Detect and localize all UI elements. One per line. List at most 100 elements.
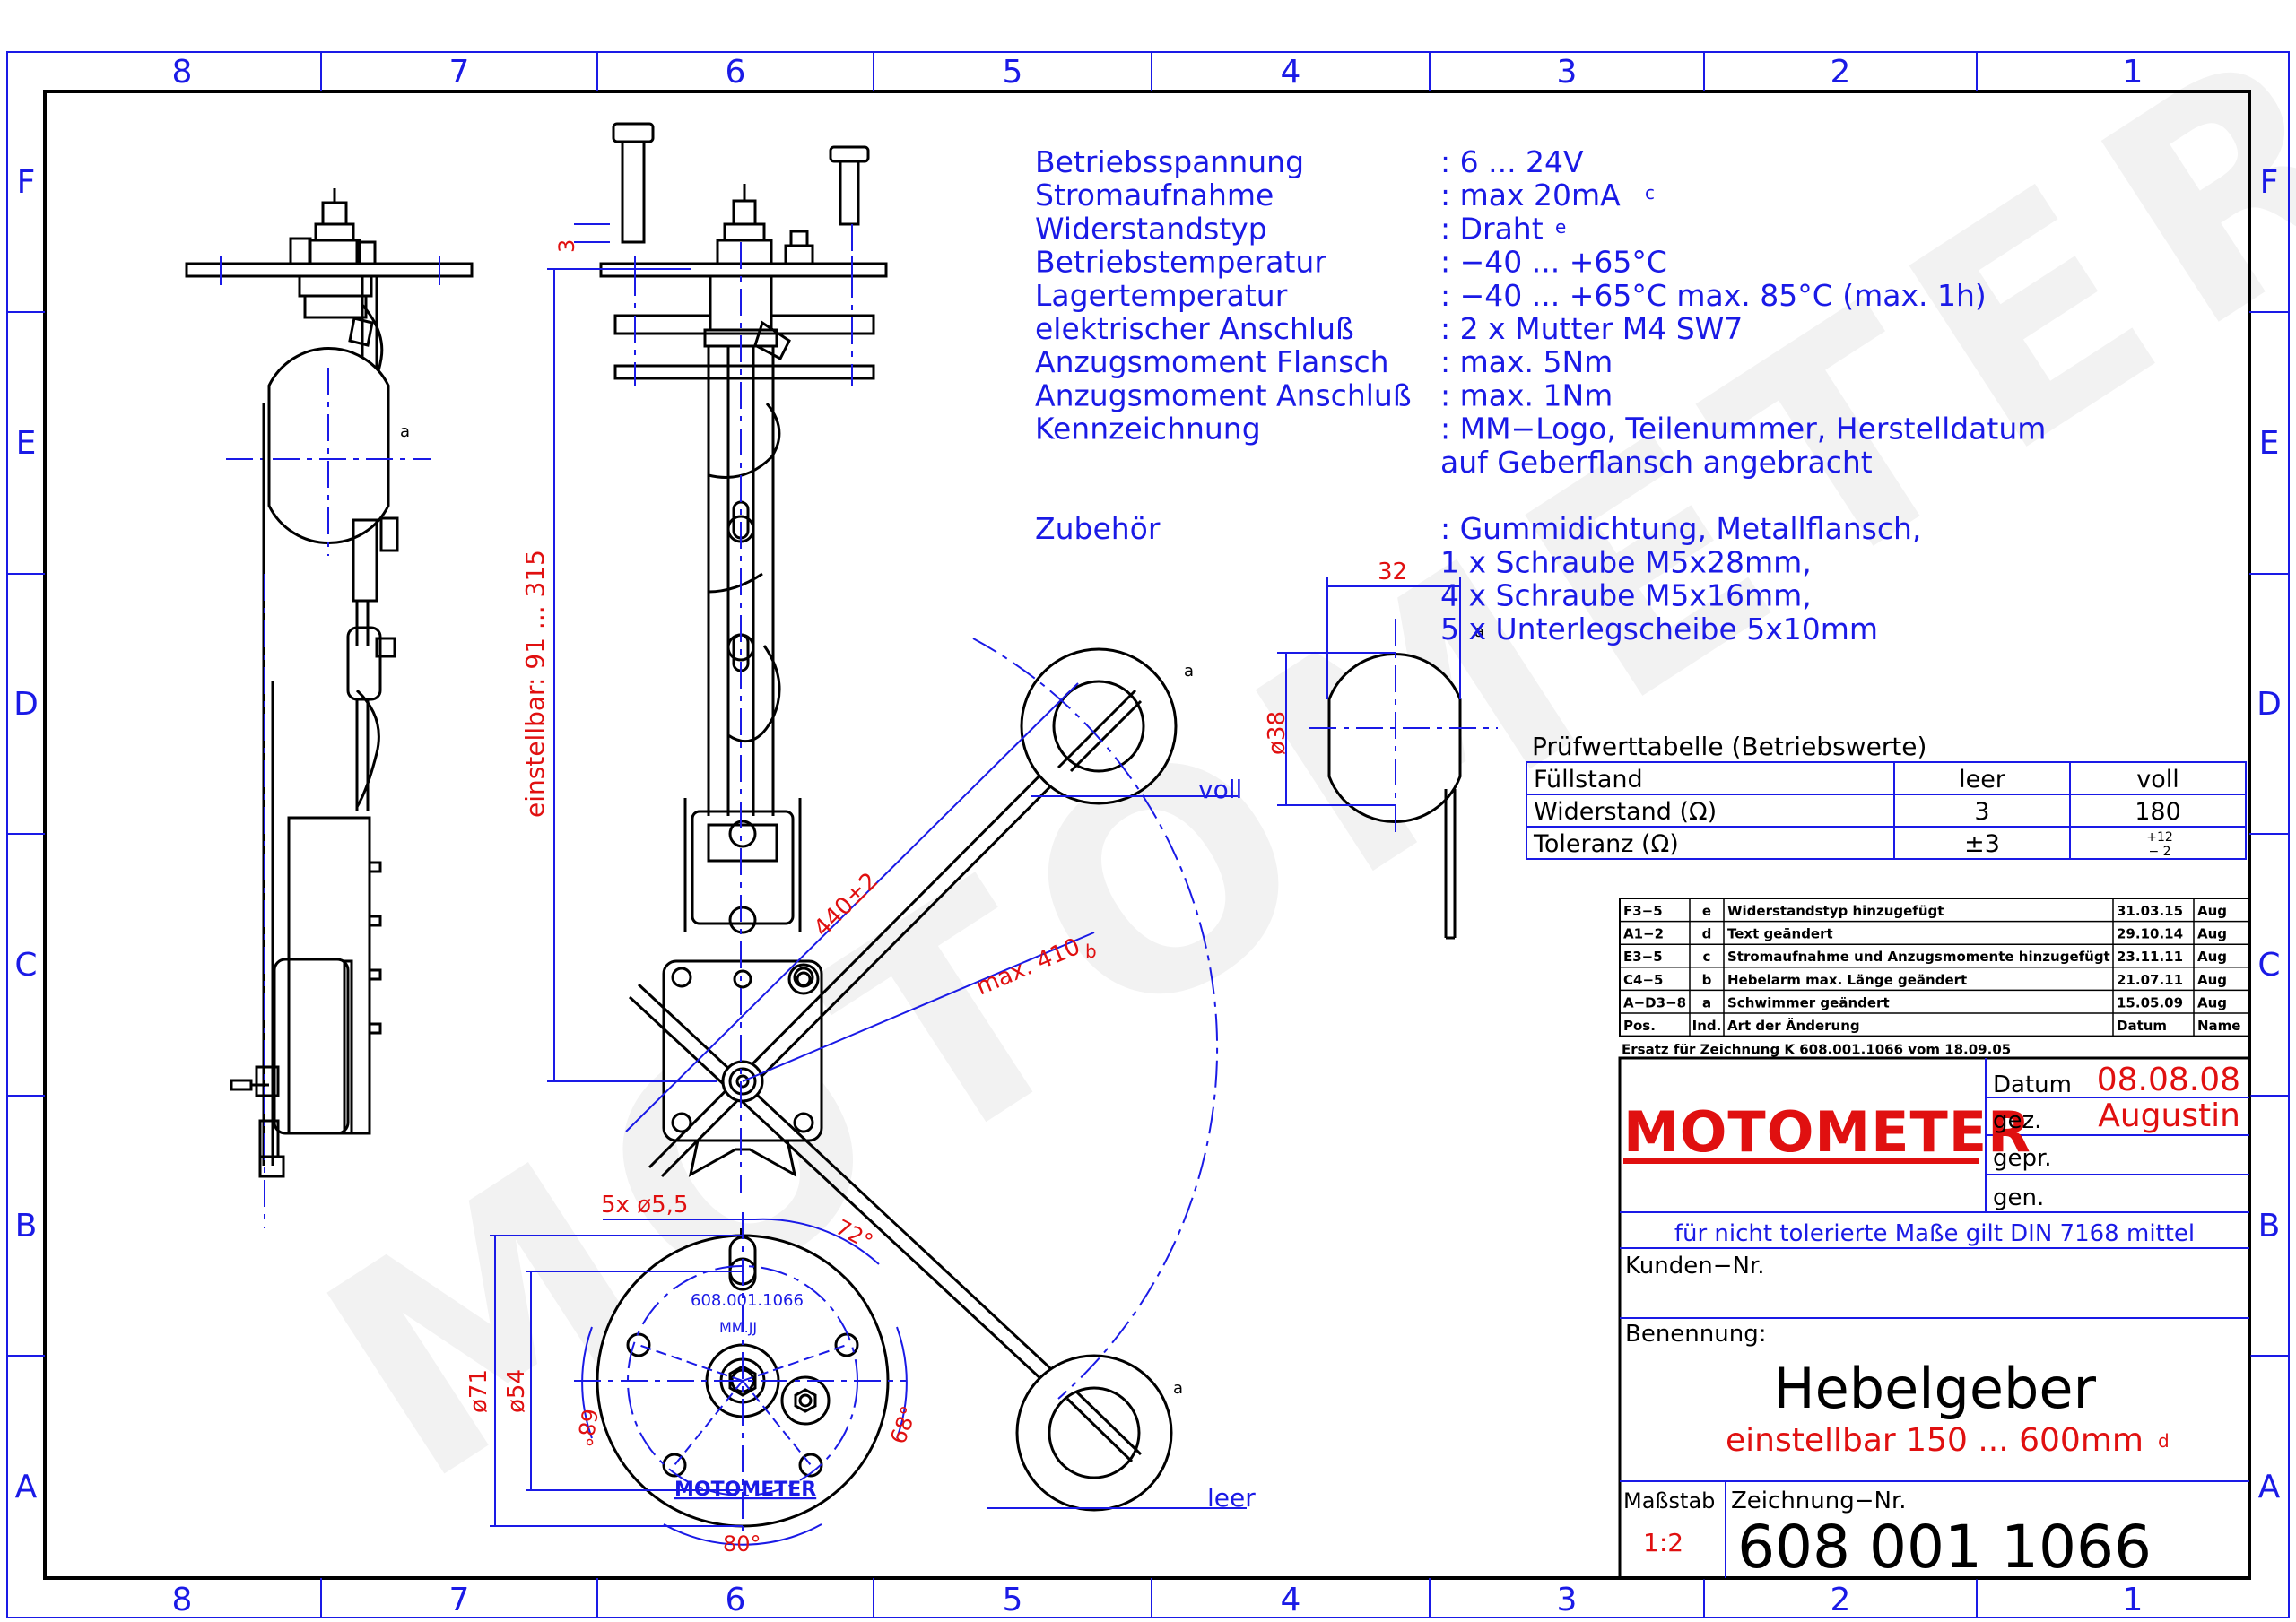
test-row-toleranz-voll-minus: − 2 <box>2148 845 2170 859</box>
frame-col-label-top: 6 <box>726 54 746 91</box>
revision-cell: 23.11.11 <box>2117 949 2183 965</box>
revision-cell: Aug <box>2197 949 2227 965</box>
flange-mmjj: MM.JJ <box>719 1319 757 1336</box>
revision-cell: Art der Änderung <box>1727 1017 1860 1034</box>
revision-cell: 15.05.09 <box>2117 994 2183 1010</box>
spec-label: Lagertemperatur <box>1035 278 1288 313</box>
spec-value: 5 x Unterlegscheibe 5x10mm <box>1440 612 1878 646</box>
revision-cell: Aug <box>2197 972 2227 988</box>
float-mark-voll: a <box>1184 662 1194 681</box>
massstab-value: 1:2 <box>1643 1528 1683 1557</box>
drawing-subtitle: einstellbar 150 ... 600mm <box>1726 1422 2144 1459</box>
spec-value: 4 x Schraube M5x16mm, <box>1440 578 1812 613</box>
spec-value: : −40 ... +65°C <box>1440 245 1667 280</box>
front-view <box>599 122 1178 1512</box>
frame-row-label-right: F <box>2260 164 2279 201</box>
spec-mark-widerstandstyp: e <box>1555 216 1566 238</box>
dim-holes: 5x ø5,5 <box>601 1192 688 1219</box>
revision-cell: E3−5 <box>1623 949 1663 965</box>
spec-value: : 6 ... 24V <box>1440 144 1584 179</box>
frame-col-label-top: 3 <box>1557 54 1578 91</box>
frame-row-label-left: E <box>16 425 37 462</box>
spec-value: : max. 1Nm <box>1440 377 1613 412</box>
revision-cell: a <box>1702 994 1711 1010</box>
dim-3: 3 <box>554 239 579 253</box>
test-row-widerstand-leer: 3 <box>1974 798 1989 826</box>
frame-row-label-right: E <box>2259 425 2280 462</box>
test-header-fuellstand: Füllstand <box>1534 766 1643 794</box>
label-voll: voll <box>1198 775 1242 804</box>
test-table-title: Prüfwerttabelle (Betriebswerte) <box>1532 732 1926 761</box>
revision-cell: Pos. <box>1623 1018 1656 1034</box>
title-block: MOTOMETER Datum 08.08.08 gez. Augustin g… <box>1618 1056 2251 1582</box>
front-view-dimension-lines <box>547 223 1247 1509</box>
spec-label: Stromaufnahme <box>1035 178 1274 213</box>
spec-label: Widerstandstyp <box>1035 211 1267 246</box>
dim-max-410-mark: b <box>1085 941 1097 962</box>
datum-value: 08.08.08 <box>2097 1062 2240 1098</box>
dim-einstellbar: einstellbar: 91 ... 315 <box>520 550 550 818</box>
revision-cell: F3−5 <box>1623 903 1663 919</box>
tolerance-note: für nicht tolerierte Maße gilt DIN 7168 … <box>1674 1220 2195 1247</box>
test-header-leer: leer <box>1959 766 2006 794</box>
dim-38: ø38 <box>1264 711 1291 755</box>
spec-value: : max 20mA <box>1440 178 1621 213</box>
massstab-label: Maßstab <box>1623 1488 1715 1514</box>
frame-col-label-bottom: 5 <box>1003 1582 1023 1618</box>
spec-value: : max. 5Nm <box>1440 344 1613 379</box>
revision-cell: Ind. <box>1692 1018 1722 1034</box>
side-view <box>185 188 474 1228</box>
frame-row-label-left: A <box>15 1469 38 1505</box>
motometer-logo-underline <box>1623 1158 1979 1164</box>
frame-col-label-top: 2 <box>1831 54 1851 91</box>
dim-80: 80° <box>723 1531 761 1557</box>
frame-col-label-top: 4 <box>1281 54 1301 91</box>
frame-grid-ticks <box>7 52 2289 1618</box>
gen-label: gen. <box>1993 1184 2044 1211</box>
spec-label: Kennzeichnung <box>1035 412 1261 447</box>
revision-cell: Schwimmer geändert <box>1727 994 1890 1010</box>
test-row-toleranz-leer: ±3 <box>1964 830 2000 858</box>
float-mark-detail: a <box>1474 622 1484 641</box>
frame-col-label-top: 5 <box>1003 54 1023 91</box>
drawing-name: Hebelgeber <box>1773 1356 2096 1421</box>
revision-cell: Aug <box>2197 994 2227 1010</box>
dim-71: ø71 <box>465 1369 492 1413</box>
frame-row-label-left: F <box>17 164 36 201</box>
frame-col-label-bottom: 8 <box>172 1582 193 1618</box>
gez-label: gez. <box>1993 1107 2041 1134</box>
revision-cell: A1−2 <box>1623 926 1664 942</box>
spec-label: Betriebstemperatur <box>1035 245 1326 280</box>
revision-cell: 31.03.15 <box>2117 903 2183 919</box>
dim-54: ø54 <box>503 1369 530 1413</box>
float-mark-side: a <box>400 422 410 441</box>
frame-col-label-bottom: 1 <box>2123 1582 2144 1618</box>
spec-value: : 2 x Mutter M4 SW7 <box>1440 311 1743 346</box>
revision-cell: A−D3−8 <box>1623 994 1686 1010</box>
test-row-toleranz-label: Toleranz (Ω) <box>1533 830 1679 858</box>
flange-logo: MOTOMETER <box>674 1479 816 1501</box>
test-row-widerstand-voll: 180 <box>2135 798 2181 826</box>
revision-cell: Aug <box>2197 903 2227 919</box>
datum-label: Datum <box>1993 1071 2072 1098</box>
revision-cell: Widerstandstyp hinzugefügt <box>1727 903 1944 919</box>
revision-cell: Text geändert <box>1727 926 1833 942</box>
revision-cell: b <box>1702 972 1712 988</box>
frame-col-label-bottom: 2 <box>1831 1582 1851 1618</box>
frame-row-label-left: C <box>14 947 37 984</box>
motometer-logo: MOTOMETER <box>1623 1099 2031 1165</box>
flange-part-number: 608.001.1066 <box>691 1291 804 1310</box>
spec-value: 1 x Schraube M5x28mm, <box>1440 544 1812 579</box>
test-row-toleranz-voll-plus: +12 <box>2146 830 2173 845</box>
frame-row-label-right: A <box>2258 1469 2281 1505</box>
kunden-label: Kunden−Nr. <box>1625 1253 1765 1279</box>
frame-col-label-bottom: 3 <box>1557 1582 1578 1618</box>
dim-32: 32 <box>1378 559 1407 585</box>
spec-value: : Draht <box>1440 211 1544 246</box>
frame-row-label-right: B <box>2258 1208 2281 1245</box>
spec-label: Zubehör <box>1035 511 1161 546</box>
spec-value: : Gummidichtung, Metallflansch, <box>1440 511 1921 546</box>
specifications: Betriebsspannung: 6 ... 24VStromaufnahme… <box>1035 144 2046 646</box>
